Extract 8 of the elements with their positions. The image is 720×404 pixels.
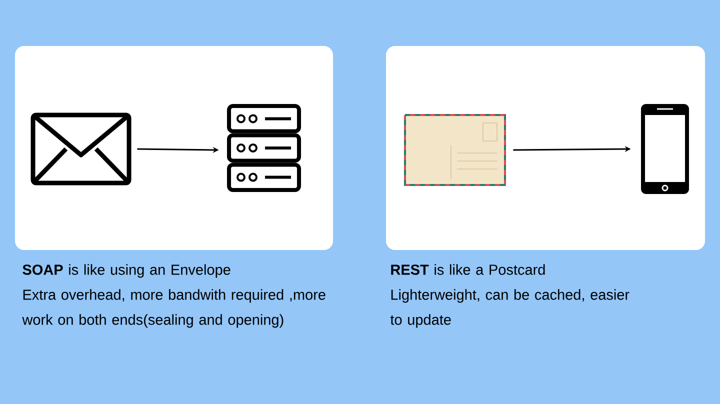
- postcard-drawing: [404, 114, 506, 186]
- smartphone-icon: [641, 104, 689, 194]
- envelope-icon: [30, 112, 132, 186]
- server-icon: [227, 104, 301, 192]
- heading: SOAP is like using an Envelope: [22, 264, 230, 278]
- description: Extra overhead, more bandwith required ,more work on both ends(sealing and opening): [22, 289, 326, 328]
- description: Lighterweight, can be cached, easier to update: [390, 289, 630, 328]
- heading: REST is like a Postcard: [391, 264, 545, 275]
